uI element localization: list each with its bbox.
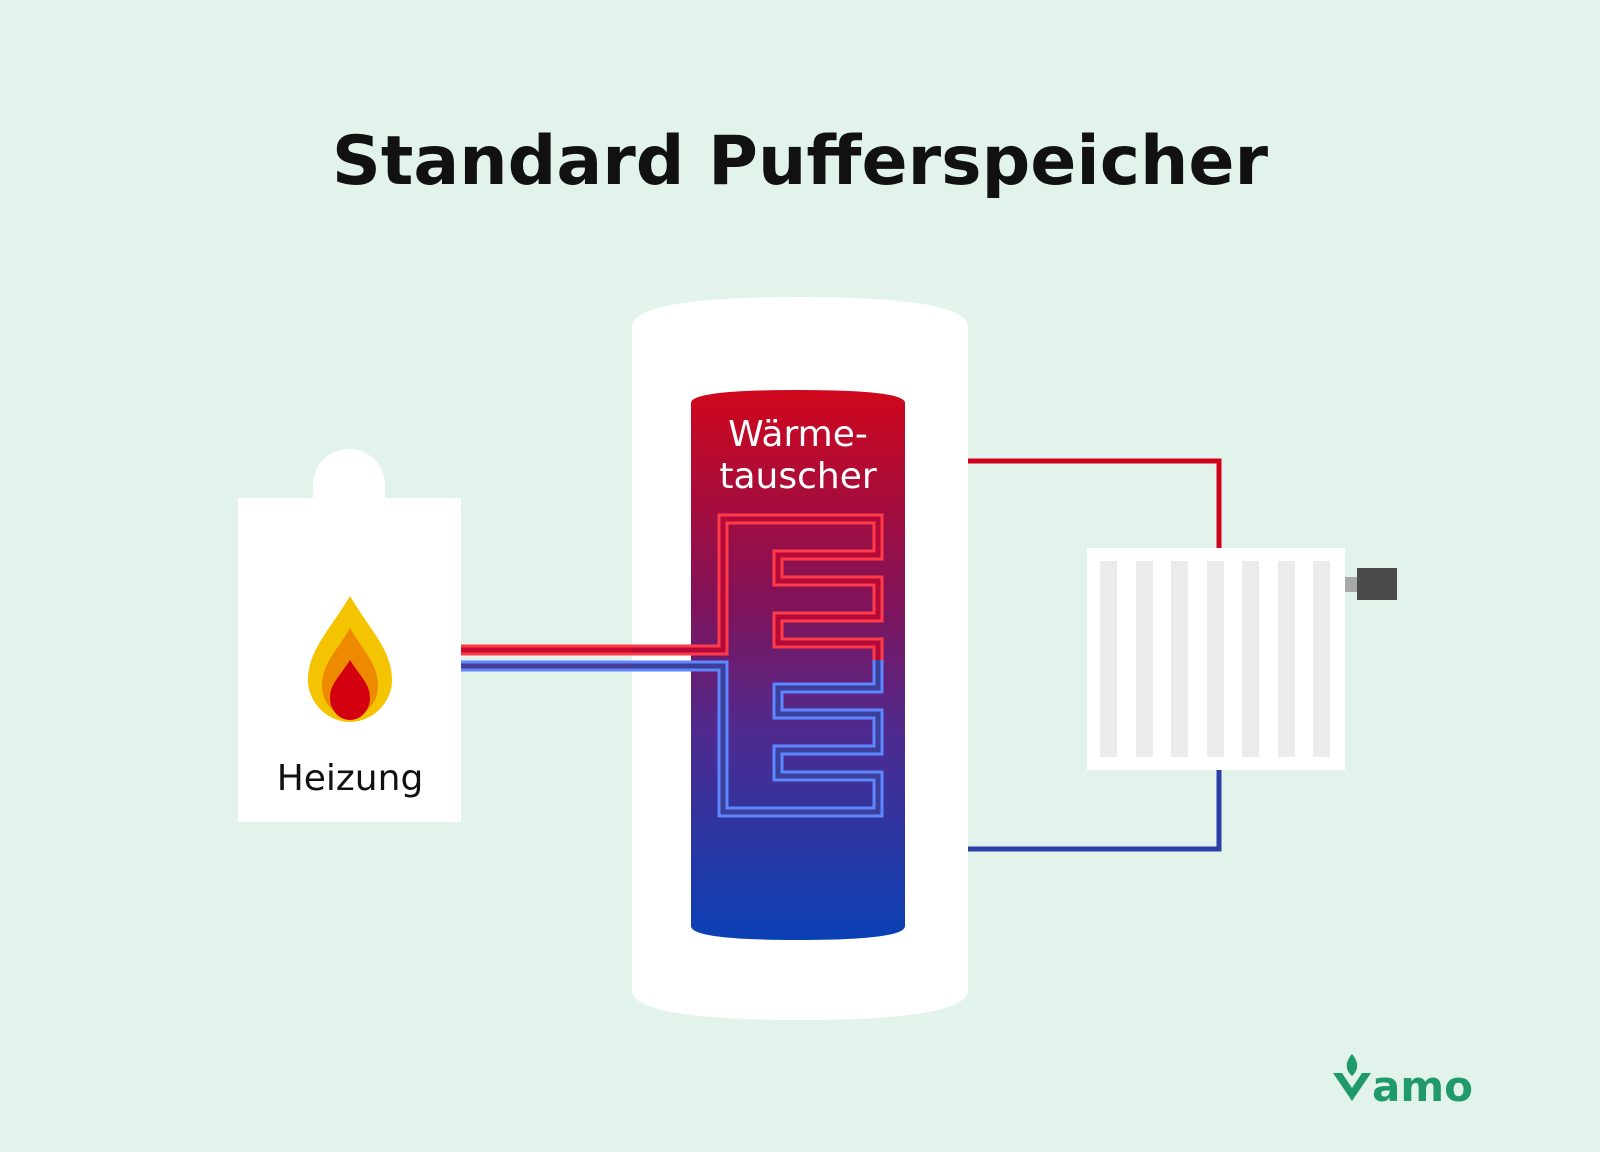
heat-exchanger-label-line2: tauscher (719, 456, 877, 497)
flame-icon (308, 596, 392, 722)
heater-label: Heizung (277, 758, 424, 799)
radiator-return-pipe (968, 770, 1222, 852)
radiator-fins (1100, 561, 1330, 757)
radiator-supply-pipe (968, 458, 1222, 548)
vamo-leaf-logo (1333, 1054, 1371, 1101)
thermostat-connector (1345, 577, 1357, 592)
radiator (1087, 548, 1397, 770)
buffer-tank: Wärme- tauscher (461, 297, 968, 1020)
heater-top-cap (313, 449, 385, 498)
page-title: Standard Pufferspeicher (332, 122, 1269, 201)
thermostat-valve (1357, 568, 1397, 600)
heat-exchanger-coil (461, 513, 884, 818)
tank-inner-gradient (691, 390, 905, 940)
heat-exchanger-label-line1: Wärme- (728, 414, 868, 455)
heater-unit: Heizung (238, 449, 461, 822)
